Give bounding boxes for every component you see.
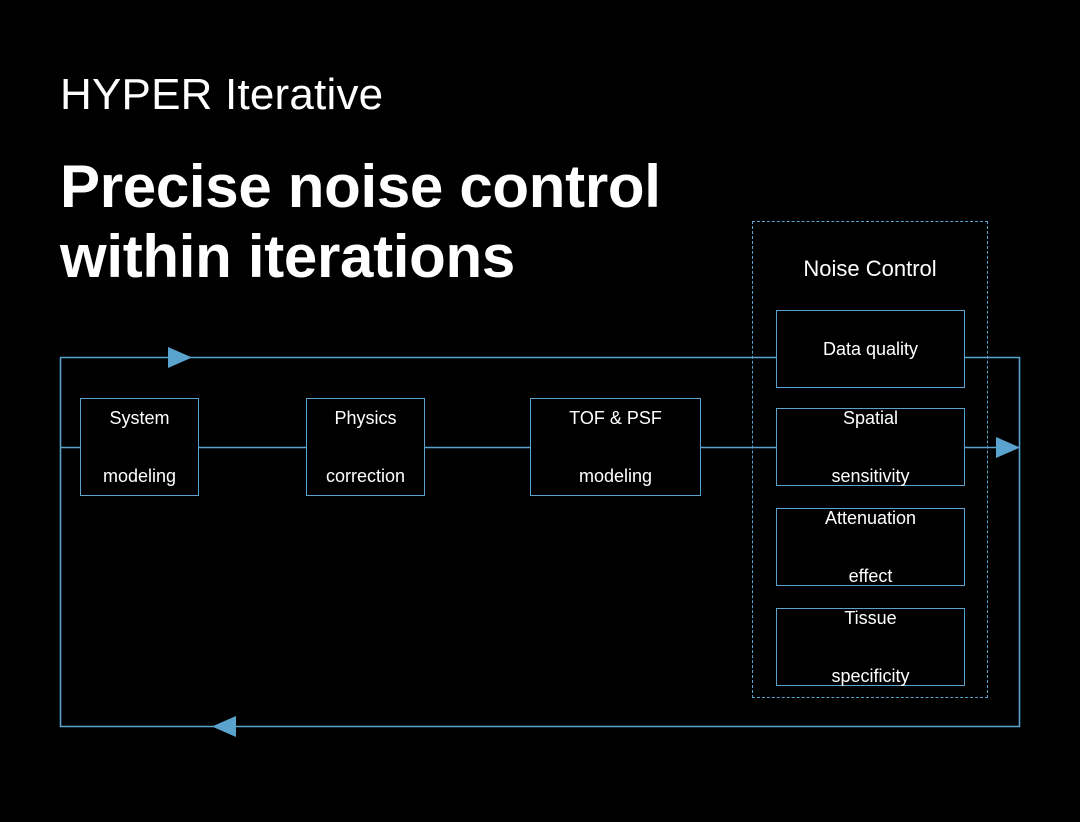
label-line-2: modeling — [102, 465, 177, 486]
label-line-1: System — [109, 407, 170, 428]
node-physics-correction-label: Physics correction — [310, 404, 421, 491]
arrowhead-bottom-left — [212, 716, 236, 737]
node-system-modeling[interactable]: System modeling — [80, 398, 199, 496]
node-physics-correction[interactable]: Physics correction — [306, 398, 425, 496]
label-line-2: effect — [848, 565, 893, 586]
label-line-2: sensitivity — [831, 465, 910, 486]
node-attenuation-effect-label: Attenuation effect — [809, 504, 932, 591]
headline-line-2: within iterations — [60, 223, 515, 290]
node-tissue-specificity[interactable]: Tissue specificity — [776, 608, 965, 686]
slide-eyebrow: HYPER Iterative — [60, 70, 384, 119]
label-line-1: Attenuation — [824, 507, 917, 528]
arrowhead-top-right — [168, 347, 192, 368]
slide-headline: Precise noise control within iterations — [60, 152, 661, 292]
label-line-1: Spatial — [842, 407, 899, 428]
arrowhead-right — [996, 437, 1020, 458]
label-line-1: Data quality — [822, 338, 919, 359]
label-line-2: modeling — [578, 465, 653, 486]
label-line-2: specificity — [831, 665, 910, 686]
node-data-quality[interactable]: Data quality — [776, 310, 965, 388]
headline-line-1: Precise noise control — [60, 153, 661, 220]
node-tof-psf-modeling[interactable]: TOF & PSF modeling — [530, 398, 701, 496]
node-system-modeling-label: System modeling — [87, 404, 192, 491]
node-spatial-sensitivity[interactable]: Spatial sensitivity — [776, 408, 965, 486]
label-line-1: Tissue — [844, 607, 897, 628]
label-line-1: TOF & PSF — [569, 407, 662, 428]
node-attenuation-effect[interactable]: Attenuation effect — [776, 508, 965, 586]
node-tof-psf-modeling-label: TOF & PSF modeling — [553, 404, 678, 491]
label-line-2: correction — [325, 465, 406, 486]
node-data-quality-label: Data quality — [807, 335, 934, 364]
node-tissue-specificity-label: Tissue specificity — [815, 604, 925, 691]
noise-control-group — [752, 221, 988, 698]
node-spatial-sensitivity-label: Spatial sensitivity — [815, 404, 925, 491]
label-line-1: Physics — [334, 407, 397, 428]
noise-control-title: Noise Control — [803, 256, 937, 281]
